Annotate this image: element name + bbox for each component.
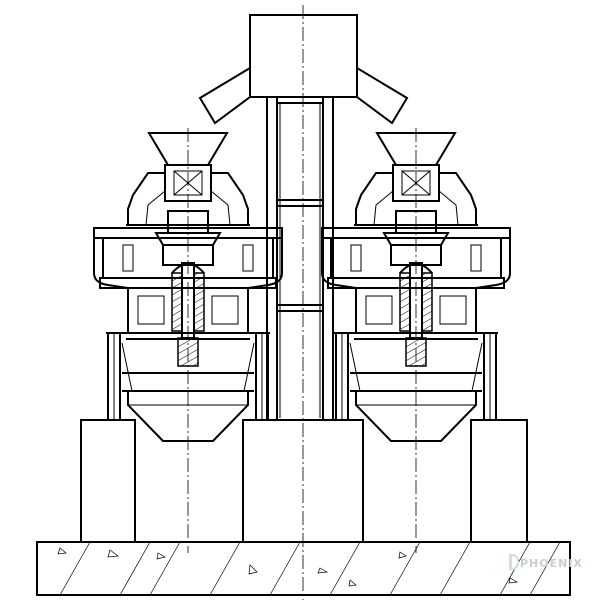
foundation	[36, 419, 571, 596]
watermark-logo-icon	[509, 554, 519, 570]
crusher-right	[321, 127, 511, 554]
watermark: PHOENIX	[520, 557, 583, 570]
bucket-elevator	[198, 5, 409, 600]
crusher-left	[93, 127, 283, 554]
